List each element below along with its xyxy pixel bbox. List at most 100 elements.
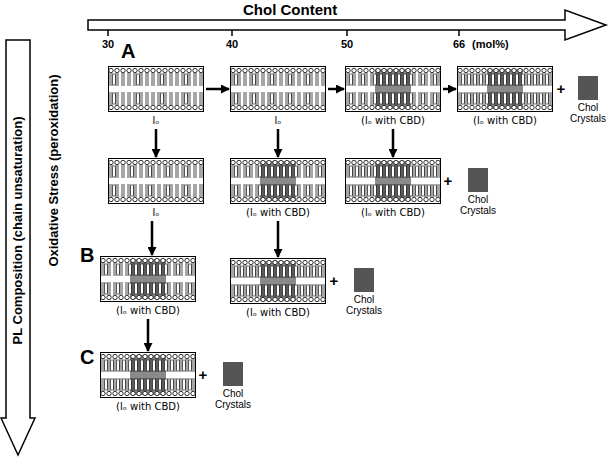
cholesterol bbox=[474, 93, 477, 104]
lipid-head bbox=[436, 68, 440, 72]
lipid-tail bbox=[280, 265, 281, 278]
cholesterol bbox=[398, 166, 401, 177]
lipid-tail bbox=[140, 165, 141, 178]
lipid-tail bbox=[122, 73, 123, 86]
crystal-label: Chol Crystals bbox=[342, 294, 386, 316]
cholesterol bbox=[504, 74, 507, 85]
membrane-frame bbox=[231, 67, 326, 112]
lipid-head bbox=[321, 197, 325, 201]
cholesterol bbox=[271, 166, 274, 177]
label-wrap: (mol%) bbox=[472, 38, 509, 51]
lipid-head bbox=[237, 68, 241, 72]
cholesterol bbox=[277, 166, 280, 177]
lipid-tail bbox=[244, 165, 245, 178]
lipid-tail bbox=[383, 165, 384, 178]
cholesterol bbox=[131, 185, 134, 196]
lipid-tail bbox=[256, 92, 257, 105]
lipid-tail bbox=[425, 184, 426, 197]
lipid-head bbox=[382, 197, 386, 201]
lipid-head bbox=[167, 354, 171, 358]
lipid-tail bbox=[322, 92, 323, 105]
lipid-tail bbox=[316, 92, 317, 105]
membrane-frame bbox=[458, 67, 553, 112]
lipid-head bbox=[285, 297, 289, 301]
lipid-head bbox=[193, 105, 197, 109]
lipid-tail bbox=[359, 165, 360, 178]
cholesterol bbox=[307, 185, 310, 196]
membrane-panel: (lₒ with CBD) bbox=[230, 258, 326, 319]
lipid-head bbox=[376, 68, 380, 72]
lipid-tail bbox=[192, 359, 193, 372]
lipid-tail bbox=[377, 73, 378, 86]
lipid-head bbox=[291, 160, 295, 164]
lipid-head bbox=[255, 297, 259, 301]
lipid-head bbox=[536, 68, 540, 72]
lipid-head bbox=[167, 258, 171, 262]
lipid-tail bbox=[146, 184, 147, 197]
lipid-tail bbox=[477, 73, 478, 86]
lipid-tail bbox=[128, 165, 129, 178]
lipid-head bbox=[155, 295, 159, 299]
lipid-tail bbox=[355, 73, 356, 86]
lipid-tail bbox=[365, 92, 366, 105]
lipid-tail bbox=[178, 73, 179, 86]
cholesterol bbox=[113, 93, 116, 104]
lipid-tail bbox=[156, 359, 157, 372]
lipid-tail bbox=[194, 165, 195, 178]
cholesterol bbox=[522, 93, 525, 104]
lipid-head bbox=[273, 260, 277, 264]
lipid-tail bbox=[164, 184, 165, 197]
cholesterol bbox=[265, 166, 268, 177]
lipid-tail bbox=[439, 73, 440, 86]
lipid-head bbox=[187, 197, 191, 201]
lipid-head bbox=[155, 354, 159, 358]
cholesterol bbox=[253, 93, 256, 104]
lipid-head bbox=[388, 160, 392, 164]
cholesterol bbox=[462, 74, 465, 85]
lipid-tail bbox=[322, 165, 323, 178]
lipid-tail bbox=[459, 92, 460, 105]
lipid-head bbox=[185, 258, 189, 262]
lipid-head bbox=[303, 197, 307, 201]
lipid-head bbox=[121, 68, 125, 72]
lipid-head bbox=[169, 197, 173, 201]
cholesterol bbox=[546, 74, 549, 85]
cholesterol bbox=[153, 360, 156, 371]
lipid-head bbox=[364, 197, 368, 201]
lipid-tail bbox=[166, 73, 167, 86]
lipid-tail bbox=[186, 359, 187, 372]
lipid-tail bbox=[182, 184, 183, 197]
lipid-head bbox=[181, 68, 185, 72]
lipid-tail bbox=[190, 165, 191, 178]
axis-label: 50 bbox=[341, 38, 353, 50]
lipid-head bbox=[536, 105, 540, 109]
cholesterol bbox=[307, 74, 310, 85]
lipid-head bbox=[149, 391, 153, 395]
lipid-head bbox=[279, 297, 283, 301]
cholesterol bbox=[185, 166, 188, 177]
lipid-tail bbox=[180, 263, 181, 276]
cholesterol bbox=[153, 379, 156, 390]
lipid-head bbox=[169, 68, 173, 72]
lipid-tail bbox=[507, 92, 508, 105]
lipid-tail bbox=[280, 73, 281, 86]
cholesterol bbox=[362, 93, 365, 104]
lipid-tail bbox=[140, 92, 141, 105]
cholesterol bbox=[183, 360, 186, 371]
lipid-tail bbox=[134, 165, 135, 178]
lipid-tail bbox=[144, 378, 145, 391]
lipid-tail bbox=[274, 284, 275, 297]
lipid-tail bbox=[274, 184, 275, 197]
lipid-tail bbox=[292, 265, 293, 278]
lipid-tail bbox=[148, 73, 149, 86]
lipid-head bbox=[464, 68, 468, 72]
lipid-tail bbox=[188, 73, 189, 86]
lipid-tail bbox=[148, 92, 149, 105]
lipid-tail bbox=[274, 73, 275, 86]
arrow-connector bbox=[443, 88, 456, 91]
lipid-tail bbox=[120, 282, 121, 295]
lipid-tail bbox=[264, 92, 265, 105]
lipid-tail bbox=[310, 184, 311, 197]
lipid-head bbox=[119, 258, 123, 262]
phase-label: (lₒ with CBD) bbox=[230, 206, 326, 219]
